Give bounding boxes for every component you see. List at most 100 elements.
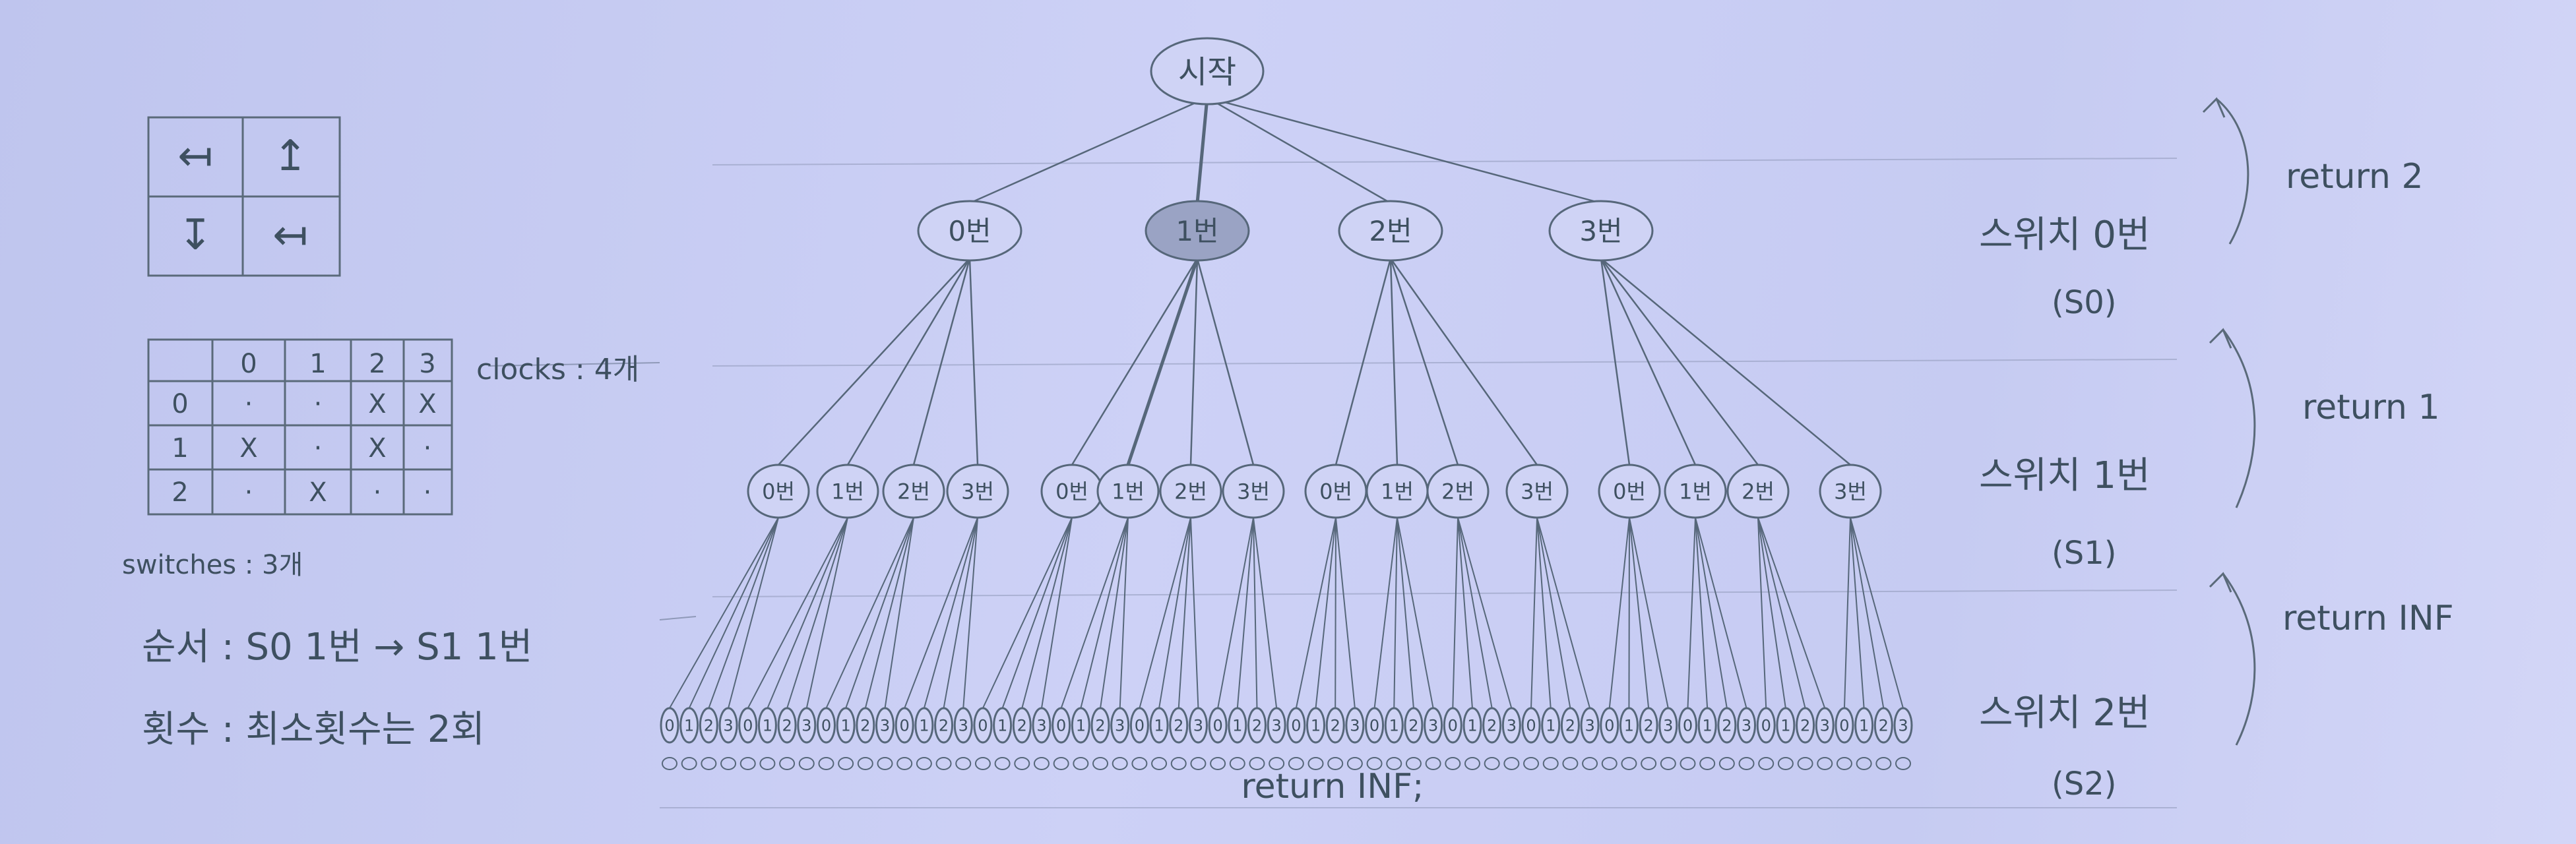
level2-node-shape <box>882 464 945 519</box>
return-loop-icon <box>916 757 932 770</box>
leaf-node-label: 2 <box>1408 717 1418 735</box>
level1-node-label: 0번 <box>948 215 991 247</box>
leaf-node: 0 <box>973 707 993 744</box>
leaf-node-shape <box>1658 707 1678 744</box>
leaf-node-shape <box>1345 707 1365 744</box>
edge-l2-leaf <box>1253 517 1278 709</box>
leaf-node-label: 2 <box>1252 717 1262 735</box>
level2-node: 3번 <box>1222 464 1285 519</box>
table-cell: · <box>314 389 323 419</box>
return-loop-icon <box>1503 757 1520 770</box>
leaf-node-label: 0 <box>664 717 674 735</box>
level2-node-shape <box>1096 464 1160 519</box>
leaf-node-label: 3 <box>1193 717 1203 735</box>
leaf-node: 2 <box>1169 707 1189 744</box>
level2-node-shape <box>1598 464 1661 519</box>
level2-node-label: 2번 <box>1441 479 1474 504</box>
level2-node-label: 1번 <box>1112 479 1145 504</box>
level-switch-label: 스위치 0번 <box>1979 214 2151 256</box>
leaf-node-label: 2 <box>782 717 792 735</box>
leaf-node: 3 <box>1658 707 1678 744</box>
edge-l2-leaf <box>1457 517 1513 709</box>
level2-node-label: 2번 <box>1174 479 1207 504</box>
leaf-node-label: 0 <box>743 717 753 735</box>
edge-root-l1 <box>969 96 1208 204</box>
edge-l2-leaf <box>1757 517 1786 709</box>
arrow-head-icon <box>2209 328 2232 349</box>
leaf-node-label: 0 <box>1369 717 1379 735</box>
edge-l2-leaf <box>1158 517 1191 709</box>
leaf-node: 1 <box>1071 707 1090 744</box>
return-loop-icon <box>818 757 834 770</box>
level1-node-shape <box>1548 200 1654 262</box>
leaf-node-shape <box>738 707 758 744</box>
return-loop-icon <box>1366 757 1383 770</box>
leaf-node-shape <box>1090 707 1110 744</box>
edge-l2-leaf <box>1100 517 1129 709</box>
leaf-node: 3 <box>1188 707 1208 744</box>
leaf-node: 3 <box>1580 707 1600 744</box>
leaf-node: 3 <box>1893 707 1913 744</box>
leaf-node: 0 <box>816 707 836 744</box>
level1-node-shape <box>917 200 1022 262</box>
leaf-node: 2 <box>1482 707 1502 744</box>
leaf-node-shape <box>660 707 679 744</box>
edge-l2-leaf <box>884 517 914 709</box>
leaf-node-shape <box>1600 707 1619 744</box>
edge-l1-l2 <box>1126 258 1199 466</box>
leaf-node-shape <box>1678 707 1697 744</box>
leaf-node-shape <box>914 707 934 744</box>
edge-l2-leaf <box>669 517 779 709</box>
level2-node: 2번 <box>1726 464 1790 519</box>
leaf-node: 2 <box>1325 707 1345 744</box>
leaf-node-label: 2 <box>704 717 714 735</box>
return-label: return 1 <box>2302 388 2440 427</box>
edge-l2-leaf <box>1335 517 1356 709</box>
leaf-node-label: 0 <box>1212 717 1222 735</box>
leaf-node-shape <box>1424 707 1443 744</box>
edge-l1-l2 <box>912 258 971 466</box>
return-loop-icon <box>974 757 991 770</box>
return-loop-icon <box>1307 757 1324 770</box>
edge-l2-leaf <box>1021 517 1073 709</box>
clock-table: 0 1 2 3 0 1 2 · · X X X · X · · X · · <box>147 338 453 516</box>
leaf-node-shape <box>1129 707 1149 744</box>
leaf-node: 2 <box>1796 707 1815 744</box>
leaf-node-shape <box>1717 707 1737 744</box>
leaf-node-shape <box>993 707 1013 744</box>
edge-l2-leaf <box>864 517 914 709</box>
level2-node-shape <box>946 464 1009 519</box>
level-code-label: (S0) <box>2052 284 2116 321</box>
edge-l2-leaf <box>1536 517 1552 709</box>
leaf-node-shape <box>1032 707 1052 744</box>
leaf-node: 3 <box>875 707 895 744</box>
leaf-node: 3 <box>1815 707 1835 744</box>
leaf-node-label: 2 <box>860 717 870 735</box>
leaf-node-shape <box>679 707 699 744</box>
leaf-node: 2 <box>934 707 954 744</box>
return-loop-icon <box>1073 757 1089 770</box>
level1-node-label: 3번 <box>1579 215 1622 247</box>
leaf-node-label: 1 <box>1780 717 1790 735</box>
return-loop-icon <box>1288 757 1304 770</box>
leaf-node: 0 <box>1835 707 1854 744</box>
level2-node-label: 1번 <box>1679 479 1712 504</box>
level2-node: 0번 <box>1304 464 1367 519</box>
leaf-node: 1 <box>1854 707 1874 744</box>
leaf-node-shape <box>1228 707 1247 744</box>
leaf-node-label: 1 <box>1076 717 1086 735</box>
edge-l2-leaf <box>1060 517 1129 709</box>
return-loop-icon <box>1777 757 1794 770</box>
table-row-header: 2 <box>172 477 188 508</box>
leaf-node-label: 1 <box>1389 717 1399 735</box>
leaf-node: 1 <box>1149 707 1169 744</box>
leaf-node: 0 <box>1365 707 1385 744</box>
edge-l2-leaf <box>1335 517 1336 709</box>
return-loop-icon <box>1249 757 1265 770</box>
edge-l2-leaf <box>1178 517 1191 709</box>
edge-l2-leaf <box>1695 517 1709 709</box>
edge-l2-leaf <box>1608 517 1630 709</box>
edge-l1-l2 <box>1189 258 1199 466</box>
edge-l1-l2 <box>1600 258 1759 466</box>
